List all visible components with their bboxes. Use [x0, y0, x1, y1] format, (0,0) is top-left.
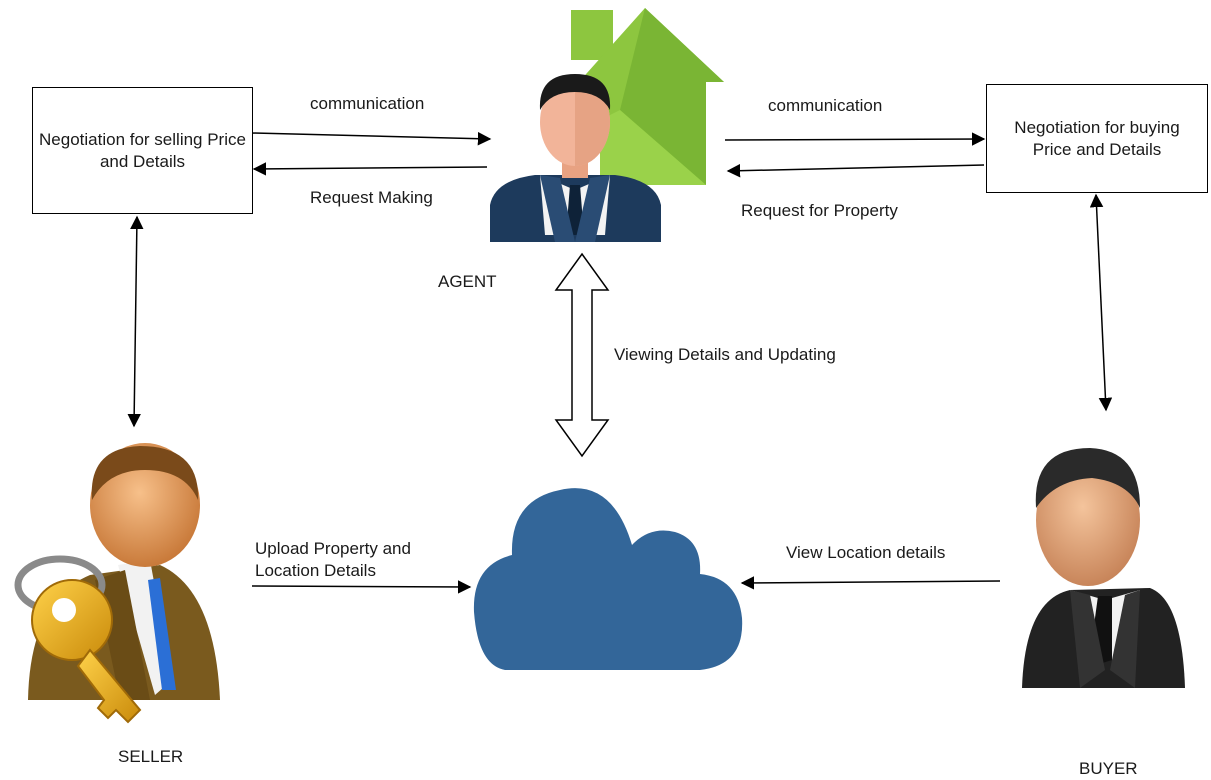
seller-label: SELLER	[118, 747, 184, 766]
label-agent-to-seller: Request Making	[310, 188, 433, 207]
arrow-seller-box-seller	[127, 215, 144, 428]
arrow-agent-to-buyer	[724, 132, 986, 146]
agent-person-icon	[490, 74, 661, 242]
label-buyer-to-cloud: View Location details	[786, 543, 946, 562]
buyer-person-icon	[1022, 448, 1185, 688]
arrow-agent-to-seller	[252, 162, 488, 176]
double-arrow-agent-cloud	[554, 252, 610, 458]
seller-negotiation-text: Negotiation for selling Price and Detail…	[39, 129, 246, 171]
arrow-buyer-box-buyer	[1089, 193, 1113, 412]
cloud-icon	[473, 488, 743, 670]
agent-label: AGENT	[438, 272, 497, 291]
house-icon	[545, 8, 724, 185]
arrow-buyer-to-cloud	[740, 576, 1001, 590]
buyer-label: BUYER	[1079, 759, 1138, 778]
arrow-seller-to-cloud	[251, 580, 472, 594]
arrow-buyer-to-agent	[726, 163, 985, 178]
label-seller-to-agent: communication	[310, 94, 425, 113]
label-agent-to-buyer: communication	[768, 96, 883, 115]
buyer-negotiation-box: Negotiation for buying Price and Details	[986, 84, 1208, 193]
label-agent-cloud: Viewing Details and Updating	[614, 345, 836, 364]
seller-person-icon	[14, 443, 220, 724]
seller-negotiation-box: Negotiation for selling Price and Detail…	[32, 87, 253, 214]
arrow-seller-to-agent	[251, 131, 492, 146]
label-seller-to-cloud: Upload Property and Location Details	[255, 539, 411, 580]
buyer-negotiation-text: Negotiation for buying Price and Details	[1014, 117, 1180, 159]
label-buyer-to-agent: Request for Property	[741, 201, 898, 220]
